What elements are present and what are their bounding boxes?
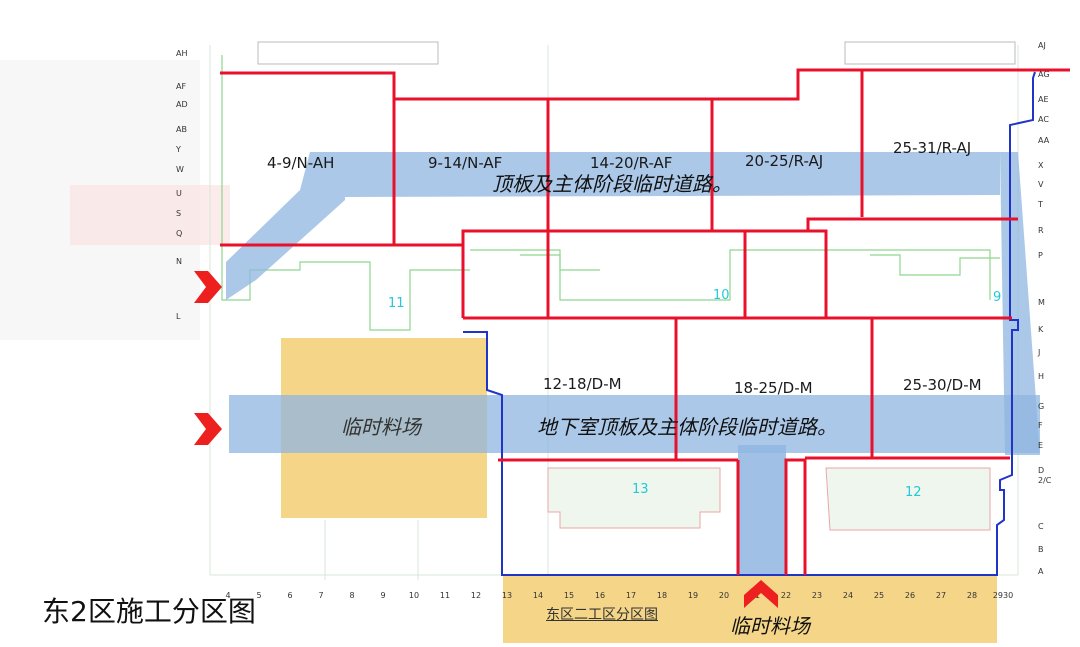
grid-axis-label: 9 (380, 591, 385, 600)
background-smudge-red (70, 185, 230, 245)
building-number: 13 (632, 482, 649, 497)
grid-axis-label: 15 (564, 591, 574, 600)
grid-axis-label: X (1038, 161, 1044, 170)
zone-label: 25-31/R-AJ (893, 139, 971, 157)
road-label-upper: 顶板及主体阶段临时道路。 (492, 172, 732, 196)
grid-axis-label: G (1038, 402, 1044, 411)
grid-axis-label: AG (1038, 70, 1050, 79)
building-outlines (221, 55, 1000, 331)
grid-axis-label: 2930 (993, 591, 1013, 600)
grid-axis-label: T (1037, 200, 1043, 209)
grid-axis-label: P (1038, 251, 1043, 260)
grid-axis-label: 12 (471, 591, 481, 600)
grid-axis-label: 4 (225, 591, 230, 600)
grid-axis-label: 17 (626, 591, 636, 600)
grid-axis-label: F (1038, 421, 1043, 430)
grid-axis-label: 5 (256, 591, 261, 600)
chevron-up-icon (744, 580, 778, 608)
grid-axis-label: 20 (719, 591, 729, 600)
diagram-sub-caption: 东区二工区分区图 (546, 607, 658, 623)
grid-axis-label: AB (176, 125, 187, 134)
site-boundary (463, 71, 1036, 576)
grid-axis-label: V (1038, 180, 1044, 189)
grid-axis-label: 14 (533, 591, 543, 600)
grid-axis-label: N (176, 257, 182, 266)
grid-axis-label: 22 (781, 591, 791, 600)
material-yard-bottom (503, 575, 997, 643)
chevron-right-icon (194, 271, 222, 303)
building-number: 10 (713, 288, 730, 303)
grid-axis-label: 7 (318, 591, 323, 600)
grid-axis-label: Y (175, 145, 181, 154)
grid-axis-label: K (1038, 325, 1044, 334)
grid-axis-label: AF (176, 82, 186, 91)
zone-borders (220, 68, 1070, 575)
road-lower (229, 395, 1040, 453)
road-lower-spur (738, 445, 786, 575)
zone-label: 18-25/D-M (734, 379, 813, 397)
chevron-right-icon (194, 413, 222, 445)
grid-axis-label: S (176, 209, 181, 218)
grid-axis-label: 11 (440, 591, 450, 600)
zone-label: 25-30/D-M (903, 376, 982, 394)
zone-labels: 4-9/N-AH 9-14/N-AF 14-20/R-AF 20-25/R-AJ… (267, 139, 982, 397)
grid-axis-label: J (1037, 348, 1040, 357)
grid-axis-label: 26 (905, 591, 915, 600)
grid-axis-label: 23 (812, 591, 822, 600)
zone-label: 20-25/R-AJ (745, 152, 823, 170)
grid-axis-label: 8 (349, 591, 354, 600)
road-label-lower: 地下室顶板及主体阶段临时道路。 (537, 415, 837, 439)
grid-axis-label: E (1038, 441, 1043, 450)
grid-axis-label: 16 (595, 591, 605, 600)
zone-label: 12-18/D-M (543, 375, 622, 393)
grid-axis-label: 10 (409, 591, 419, 600)
grid-axis-label: AD (176, 100, 188, 109)
grid-axis-label: 28 (967, 591, 977, 600)
yard-label-left: 临时料场 (341, 415, 423, 439)
grid-axis-label: Q (176, 229, 182, 238)
diagram-caption: 东2区施工分区图 (42, 595, 256, 628)
grid-axis-label: AH (176, 49, 188, 58)
road-upper (226, 152, 1000, 300)
grid-axis-label: H (1038, 372, 1044, 381)
building-number: 12 (905, 485, 922, 500)
grid-axis-label: AA (1038, 136, 1050, 145)
grid-axis-label: W (176, 165, 184, 174)
grid-axis-label: R (1038, 226, 1044, 235)
building-number: 9 (993, 290, 1001, 305)
grid-axis-label: U (176, 189, 182, 198)
grid-axis-label: 13 (502, 591, 512, 600)
zone-label: 9-14/N-AF (428, 154, 502, 172)
grid-axis-label: AE (1038, 95, 1049, 104)
grid-axis-label: C (1038, 522, 1044, 531)
grid-labels-bottom: 4567891011121314151617181920212223242526… (225, 591, 1013, 600)
grid-axis-label: AC (1038, 115, 1049, 124)
grid-axis-label: 25 (874, 591, 884, 600)
grid-axis-label: 19 (688, 591, 698, 600)
building-numbers: 11 10 9 13 12 (388, 288, 1001, 500)
grid-axis-label: 18 (657, 591, 667, 600)
grid-labels-right: AJ AG AE AC AA X V T R P M K J H G F E D2/C C B A (1037, 41, 1052, 576)
grid-axis-label: A (1038, 567, 1044, 576)
grid-axis-label: L (176, 312, 181, 321)
grid-axis-label: 6 (287, 591, 292, 600)
grid-axis-label: 24 (843, 591, 853, 600)
zone-label: 14-20/R-AF (590, 154, 672, 172)
grid-axis-label: M (1038, 298, 1045, 307)
zone-label: 4-9/N-AH (267, 154, 334, 172)
grid-axis-label: 2/C (1038, 476, 1052, 485)
hatched-block-top (257, 41, 1016, 65)
parking-hatch (547, 467, 991, 531)
building-number: 11 (388, 296, 405, 311)
grid-axis-label: 27 (936, 591, 946, 600)
yard-label-bottom: 临时料场 (730, 614, 812, 638)
grid-axis-label: AJ (1038, 41, 1046, 50)
grid-axis-label: D (1038, 466, 1044, 475)
grid-labels-left: AH AF AD AB Y W U S Q N L (175, 49, 188, 321)
grid-axis-label: B (1038, 545, 1044, 554)
